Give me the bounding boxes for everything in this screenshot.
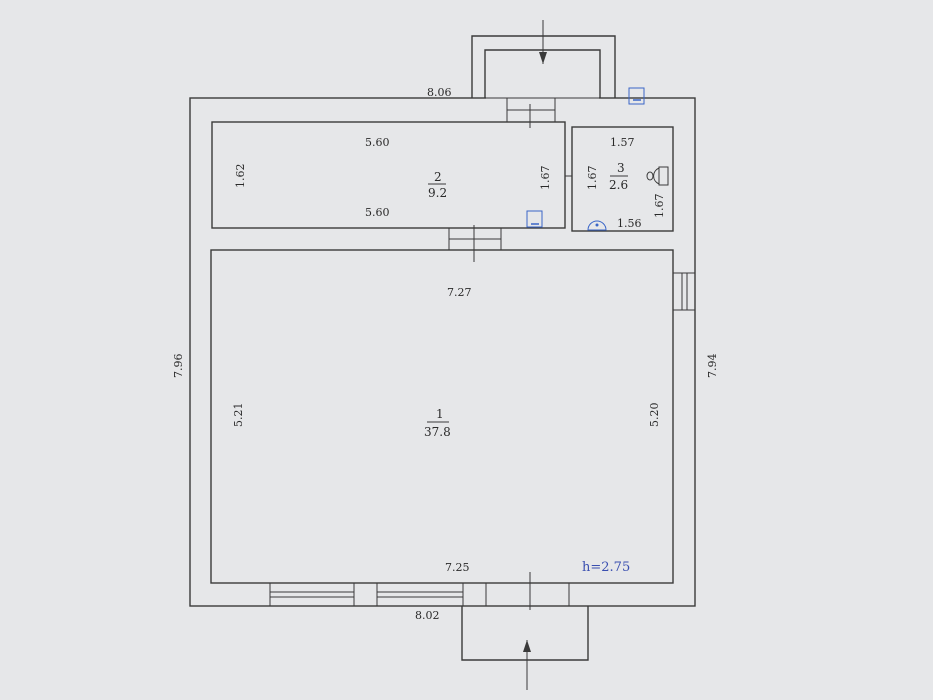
room2-left-length: 1.62 [234,164,247,189]
room-1 [210,249,674,584]
entrance-arrow-icon [523,640,531,690]
room1-bottom-length: 7.25 [445,561,470,574]
room2-number: 2 [434,170,442,184]
sink-icon [587,220,607,231]
bottom-porch [461,606,589,661]
room2-bottom-length: 5.60 [365,206,390,219]
door-room1-bottom [485,583,570,606]
room3-left-length: 1.67 [586,166,599,191]
outer-right-length: 7.94 [706,354,719,379]
door-room2-room3 [564,166,572,186]
window-right [673,272,695,311]
room1-number: 1 [436,407,444,421]
room3-area: 2.6 [609,178,628,192]
ceiling-height-label: h=2.75 [582,560,630,575]
door-room2-room1 [448,228,502,250]
room3-number: 3 [617,161,625,175]
room3-top-length: 1.57 [610,136,635,149]
door-room2-outer [506,98,556,122]
room-3 [571,126,674,232]
room2-right-length: 1.67 [539,166,552,191]
outer-walls [189,97,696,607]
outer-top-length: 8.06 [427,86,452,99]
room2-area: 9.2 [428,186,447,200]
outer-left-length: 7.96 [172,354,185,379]
window-bottom-left [269,583,355,606]
radiator-icon [628,87,645,105]
room3-bottom-length: 1.56 [617,217,642,230]
toilet-icon [646,166,669,186]
room1-top-length: 7.27 [447,286,472,299]
entrance-arrow-icon [539,20,547,64]
radiator-icon [526,210,543,228]
room1-area: 37.8 [424,425,451,439]
outer-bottom-length: 8.02 [415,609,440,622]
window-bottom-middle [376,583,464,606]
room1-left-length: 5.21 [232,403,245,428]
room3-right-length: 1.67 [653,194,666,219]
room1-right-length: 5.20 [648,403,661,428]
room2-top-length: 5.60 [365,136,390,149]
